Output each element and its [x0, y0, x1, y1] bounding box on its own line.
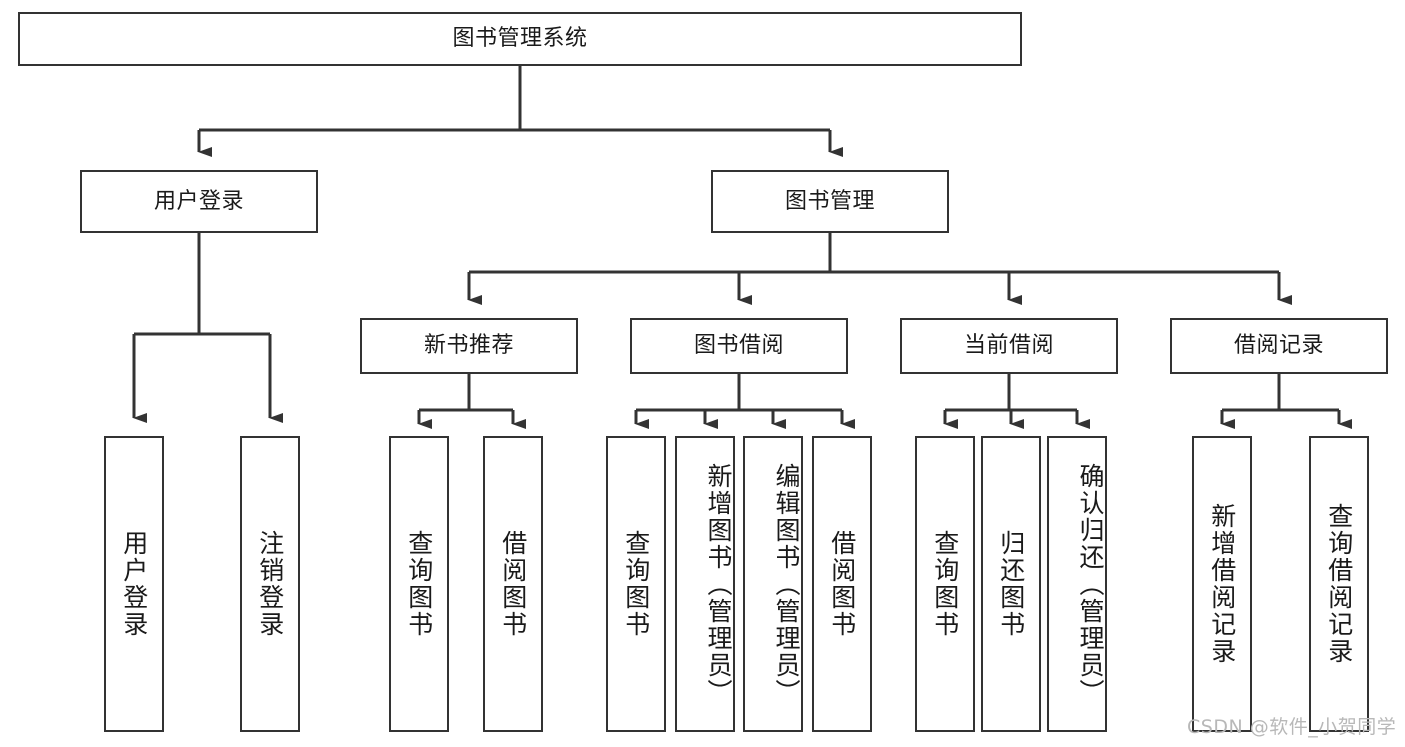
node-leaf-add-record[interactable]: 新增借阅记录	[1192, 436, 1252, 732]
watermark-text: CSDN @软件_小贺同学	[1187, 716, 1397, 738]
node-leaf-query-book-1[interactable]: 查询图书	[389, 436, 449, 732]
node-leaf-borrow-book-2[interactable]: 借阅图书	[812, 436, 872, 732]
node-leaf-query-record[interactable]: 查询借阅记录	[1309, 436, 1369, 732]
node-book-borrow[interactable]: 图书借阅	[630, 318, 848, 374]
node-current-borrow[interactable]: 当前借阅	[900, 318, 1118, 374]
node-leaf-add-book[interactable]: 新增图书（管理员）	[675, 436, 735, 732]
node-new-book-recommend[interactable]: 新书推荐	[360, 318, 578, 374]
node-leaf-query-book-3[interactable]: 查询图书	[915, 436, 975, 732]
node-leaf-edit-book[interactable]: 编辑图书（管理员）	[743, 436, 803, 732]
node-leaf-return-book[interactable]: 归还图书	[981, 436, 1041, 732]
node-leaf-logout-login[interactable]: 注销登录	[240, 436, 300, 732]
node-root[interactable]: 图书管理系统	[18, 12, 1022, 66]
node-leaf-query-book-2[interactable]: 查询图书	[606, 436, 666, 732]
node-leaf-borrow-book-1[interactable]: 借阅图书	[483, 436, 543, 732]
node-book-management[interactable]: 图书管理	[711, 170, 949, 233]
node-leaf-user-login[interactable]: 用户登录	[104, 436, 164, 732]
node-leaf-confirm-return[interactable]: 确认归还（管理员）	[1047, 436, 1107, 732]
node-user-login[interactable]: 用户登录	[80, 170, 318, 233]
node-borrow-record[interactable]: 借阅记录	[1170, 318, 1388, 374]
